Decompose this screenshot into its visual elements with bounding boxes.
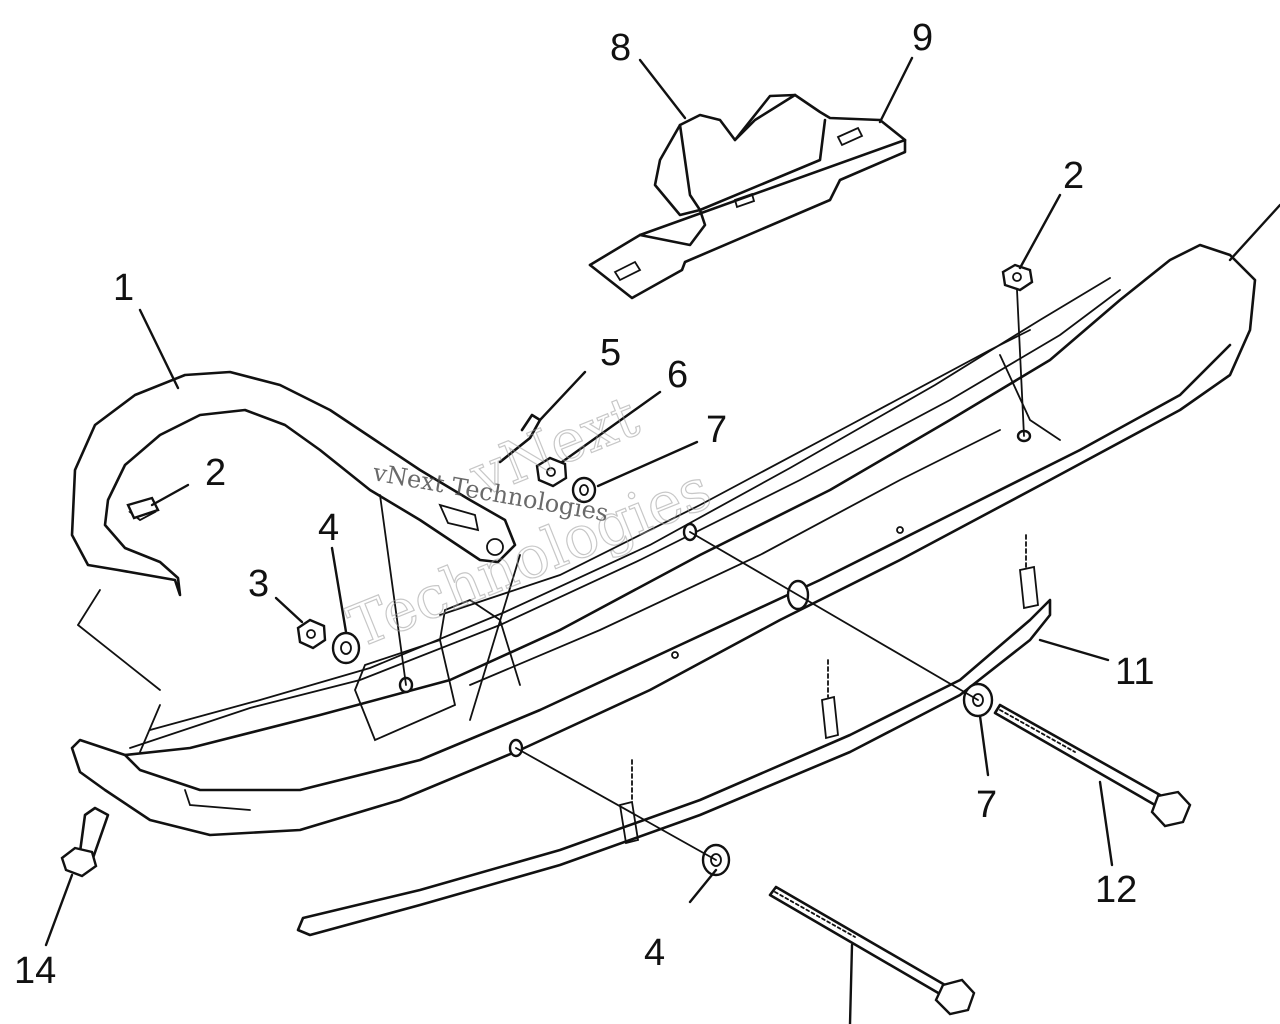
wear-bar <box>296 534 1052 937</box>
nut-6 <box>535 456 568 488</box>
callouts: 1 2 2 3 4 4 5 6 7 7 8 9 11 12 14 <box>14 17 1154 992</box>
nut-2-handle <box>126 496 160 520</box>
callout-4-top: 4 <box>318 507 339 549</box>
assembly-guide-lines <box>77 289 1025 861</box>
callout-2-handle: 2 <box>205 452 226 494</box>
callout-6: 6 <box>667 354 688 396</box>
callout-9: 9 <box>912 17 933 59</box>
watermark: vNext Technologies vNext Technologies <box>338 381 721 661</box>
callout-2-front: 2 <box>1063 155 1084 197</box>
saddle-bracket <box>588 93 907 300</box>
nut-3 <box>296 618 327 650</box>
callout-12: 12 <box>1095 869 1137 911</box>
leader-lines <box>44 56 1280 1024</box>
callout-11: 11 <box>1115 651 1154 693</box>
callout-4-bottom: 4 <box>644 932 665 974</box>
bolt-13 <box>768 885 976 1016</box>
callout-5: 5 <box>600 332 621 374</box>
callout-8: 8 <box>610 27 631 69</box>
callout-3: 3 <box>248 563 269 605</box>
bolt-12 <box>993 703 1192 828</box>
callout-7-bottom: 7 <box>976 784 997 826</box>
washer-7-top <box>571 476 597 504</box>
callout-7-top: 7 <box>706 409 727 451</box>
ski-body <box>70 243 1257 837</box>
nut-2-front <box>1001 263 1034 292</box>
stud-14 <box>60 806 110 878</box>
callout-14: 14 <box>14 950 56 992</box>
callout-1: 1 <box>113 267 134 309</box>
